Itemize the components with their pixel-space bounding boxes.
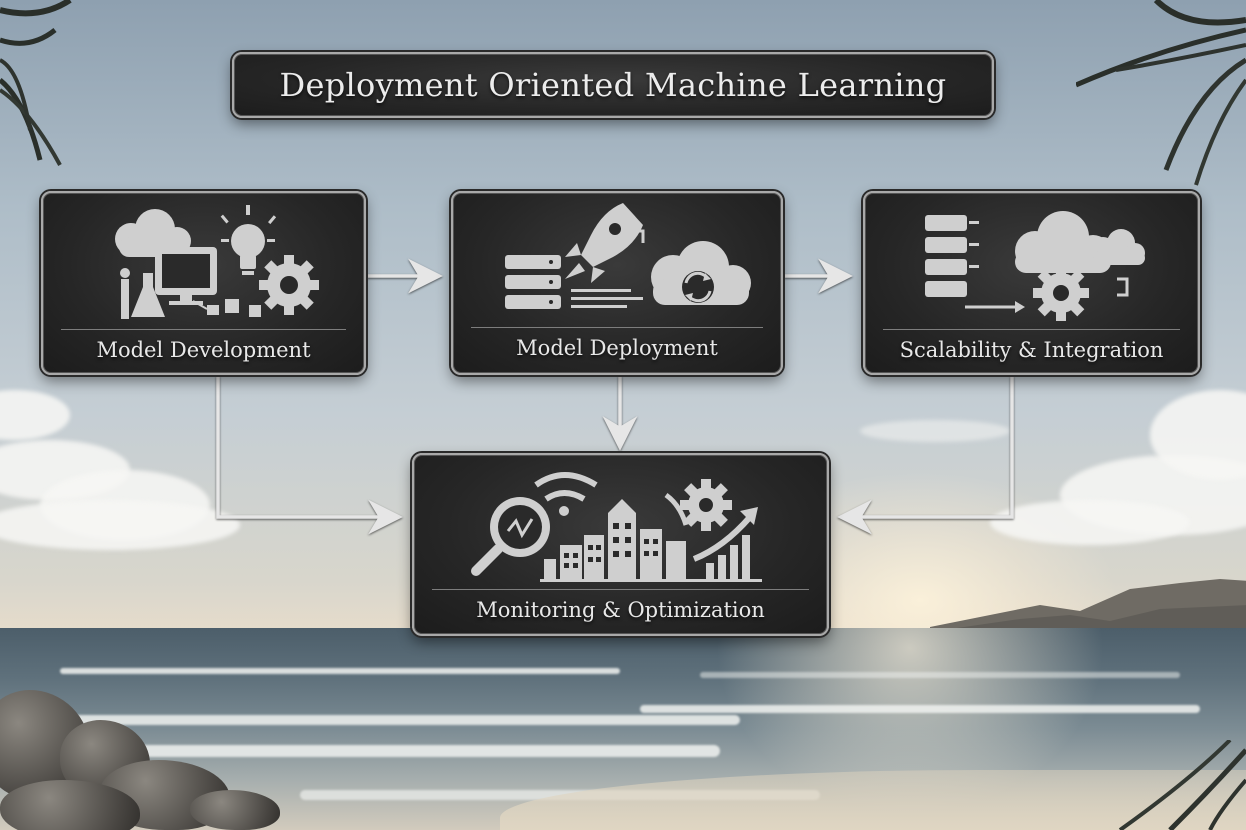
wave (640, 705, 1200, 713)
cloud (0, 500, 240, 550)
stage-label: Model Development (96, 338, 311, 362)
palm-leaves (0, 0, 72, 166)
stage-label: Model Deployment (516, 336, 718, 360)
stage-divider (883, 329, 1180, 330)
palm-leaves (1118, 740, 1246, 830)
stage-label: Monitoring & Optimization (476, 598, 765, 622)
wave (60, 668, 620, 674)
stage-model-development: Model Development (41, 191, 366, 375)
diagram-title: Deployment Oriented Machine Learning (279, 66, 947, 104)
ml-development-icon (115, 205, 319, 319)
analytics-city-growth-icon (471, 472, 762, 582)
rock (190, 790, 280, 830)
rocket-server-icon (505, 203, 751, 309)
stage-divider (471, 327, 763, 328)
stage-divider (432, 589, 809, 590)
distant-hills (930, 579, 1246, 635)
arrow-dev-to-monitor (216, 376, 403, 535)
title-banner: Deployment Oriented Machine Learning (232, 52, 994, 118)
cloud (860, 420, 1010, 442)
stage-monitoring-optimization: Monitoring & Optimization (412, 453, 829, 636)
palm-leaves (1076, 0, 1246, 186)
cloud (990, 500, 1190, 545)
stage-label: Scalability & Integration (899, 338, 1164, 362)
wave (120, 745, 720, 757)
stage-model-deployment: Model Deployment (451, 191, 783, 375)
stage-scalability-integration: Scalability & Integration (863, 191, 1200, 375)
server-cloud-gear-icon (925, 211, 1145, 321)
wave (700, 672, 1180, 678)
wave (40, 715, 740, 725)
arrow-scale-to-monitor (837, 376, 1014, 535)
stage-divider (61, 329, 346, 330)
